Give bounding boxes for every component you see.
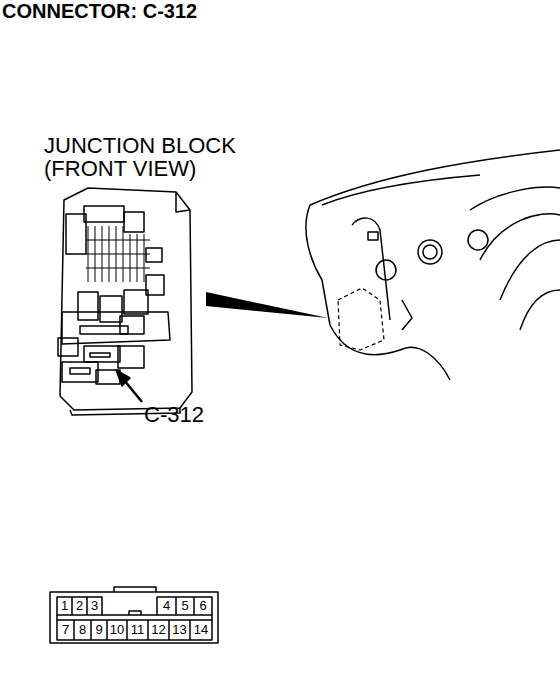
pin-number: 3: [87, 598, 102, 614]
pin-number: 7: [57, 622, 74, 638]
pin-number: 10: [107, 622, 127, 638]
pin-number: 4: [157, 598, 176, 614]
page-title: CONNECTOR: C-312: [2, 1, 197, 22]
pin-number: 2: [72, 598, 87, 614]
connector-label: C-312: [144, 403, 204, 426]
pin-number: 6: [194, 598, 212, 614]
pin-number: 1: [57, 598, 72, 614]
pin-number: 14: [190, 622, 212, 638]
pin-number: 11: [127, 622, 148, 638]
part-label: JUNCTION BLOCK (FRONT VIEW): [44, 134, 274, 180]
pin-number: 9: [91, 622, 107, 638]
pin-number: 13: [169, 622, 190, 638]
pin-number: 5: [176, 598, 194, 614]
pin-number: 8: [74, 622, 91, 638]
pin-number: 12: [148, 622, 169, 638]
